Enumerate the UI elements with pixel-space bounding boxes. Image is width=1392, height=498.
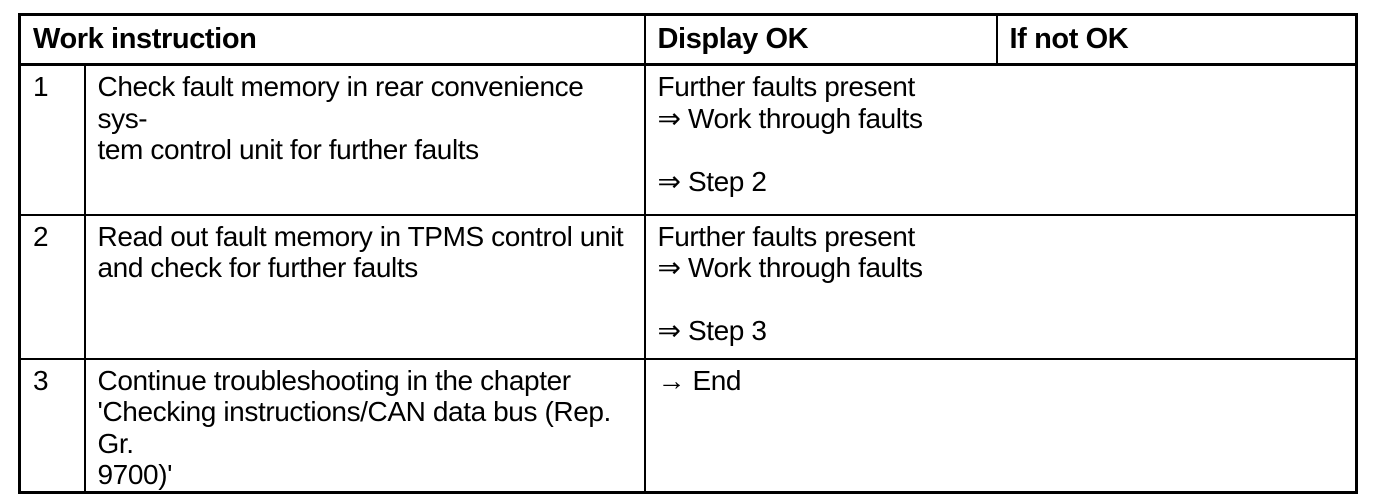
result-cell: → End (643, 357, 1358, 493)
result-cell: Further faults present ⇒ Work through fa… (643, 213, 1358, 360)
step-number-cell: 2 (18, 213, 86, 360)
header-work-instruction: Work instruction (18, 13, 646, 66)
result-cell: Further faults present ⇒ Work through fa… (643, 63, 1358, 216)
work-instruction-table: Work instruction Display OK If not OK 1 … (18, 13, 1358, 494)
table-row: 2 Read out fault memory in TPMS control … (18, 213, 1358, 360)
step-number-cell: 3 (18, 357, 86, 493)
step-number-cell: 1 (18, 63, 86, 216)
instruction-cell: Read out fault memory in TPMS control un… (83, 213, 646, 360)
instruction-cell: Check fault memory in rear convenience s… (83, 63, 646, 216)
instruction-cell: Continue troubleshooting in the chapter … (83, 357, 646, 493)
table-header-row: Work instruction Display OK If not OK (18, 13, 1358, 66)
table-row: 3 Continue troubleshooting in the chapte… (18, 357, 1358, 493)
table-row: 1 Check fault memory in rear convenience… (18, 63, 1358, 216)
header-if-not-ok: If not OK (995, 13, 1358, 66)
header-display-ok: Display OK (643, 13, 998, 66)
